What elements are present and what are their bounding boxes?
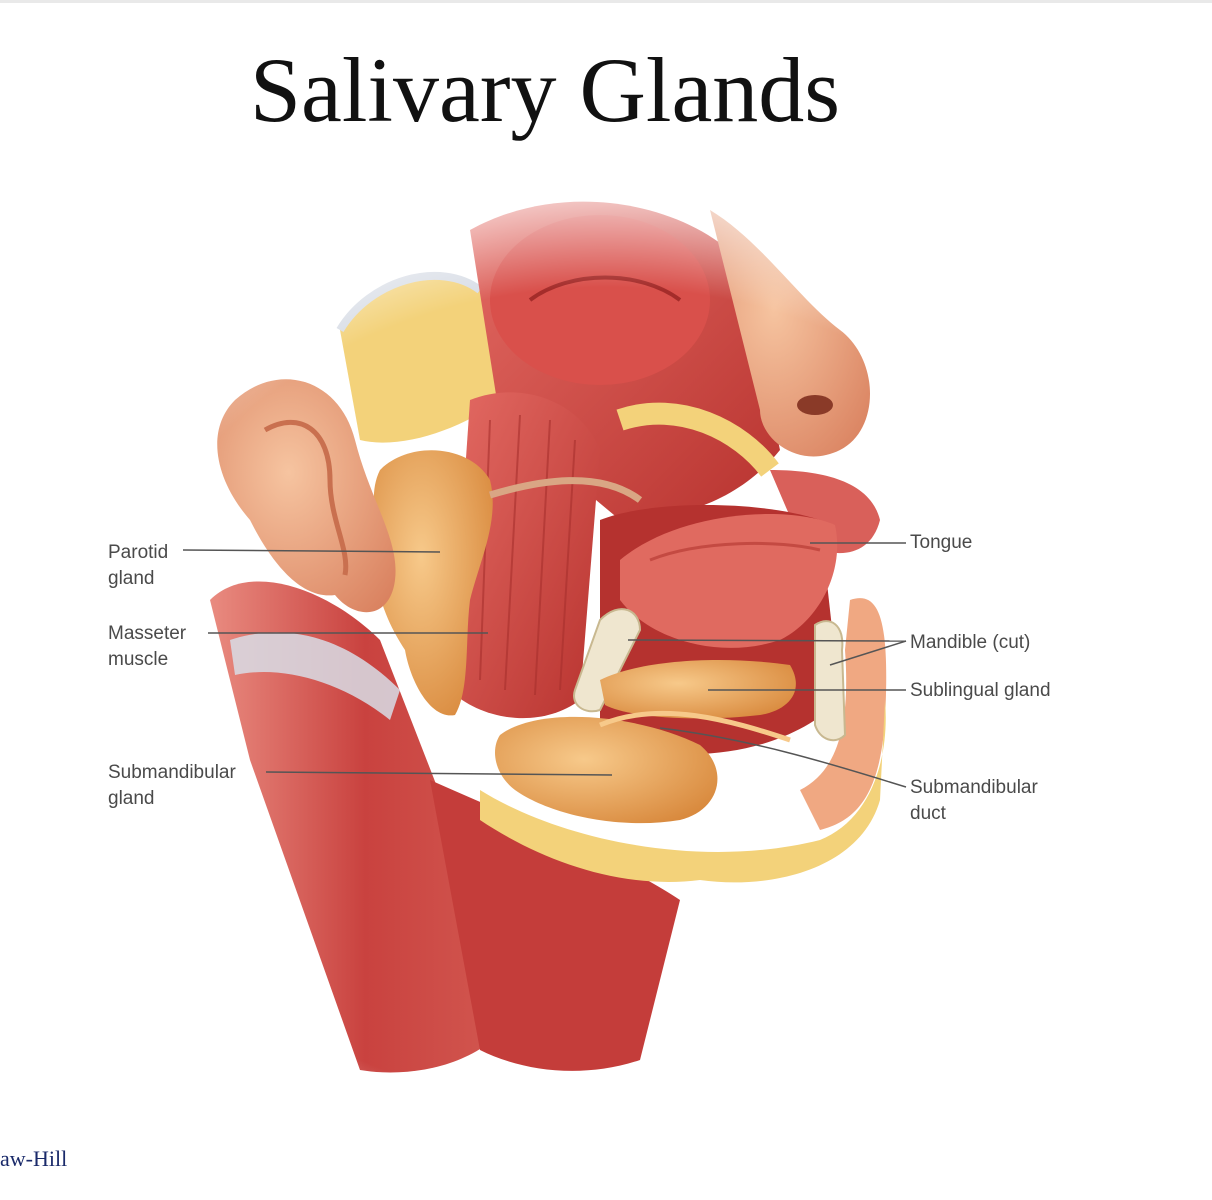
submandibular-duct-leader <box>659 727 907 788</box>
label-mandible: Mandible (cut) <box>910 632 1031 653</box>
page-title: Salivary Glands <box>249 39 841 141</box>
top-border <box>0 0 1212 3</box>
label-tongue: Tongue <box>910 532 973 553</box>
label-sublingual-gland: Sublingual gland <box>910 680 1051 701</box>
publisher-credit: aw-Hill <box>0 1146 68 1171</box>
parotid-leader <box>182 549 441 553</box>
submandibular-gland-leader <box>265 771 613 776</box>
mandible-leader-b <box>829 640 907 666</box>
mandible-leader-a <box>627 639 907 642</box>
